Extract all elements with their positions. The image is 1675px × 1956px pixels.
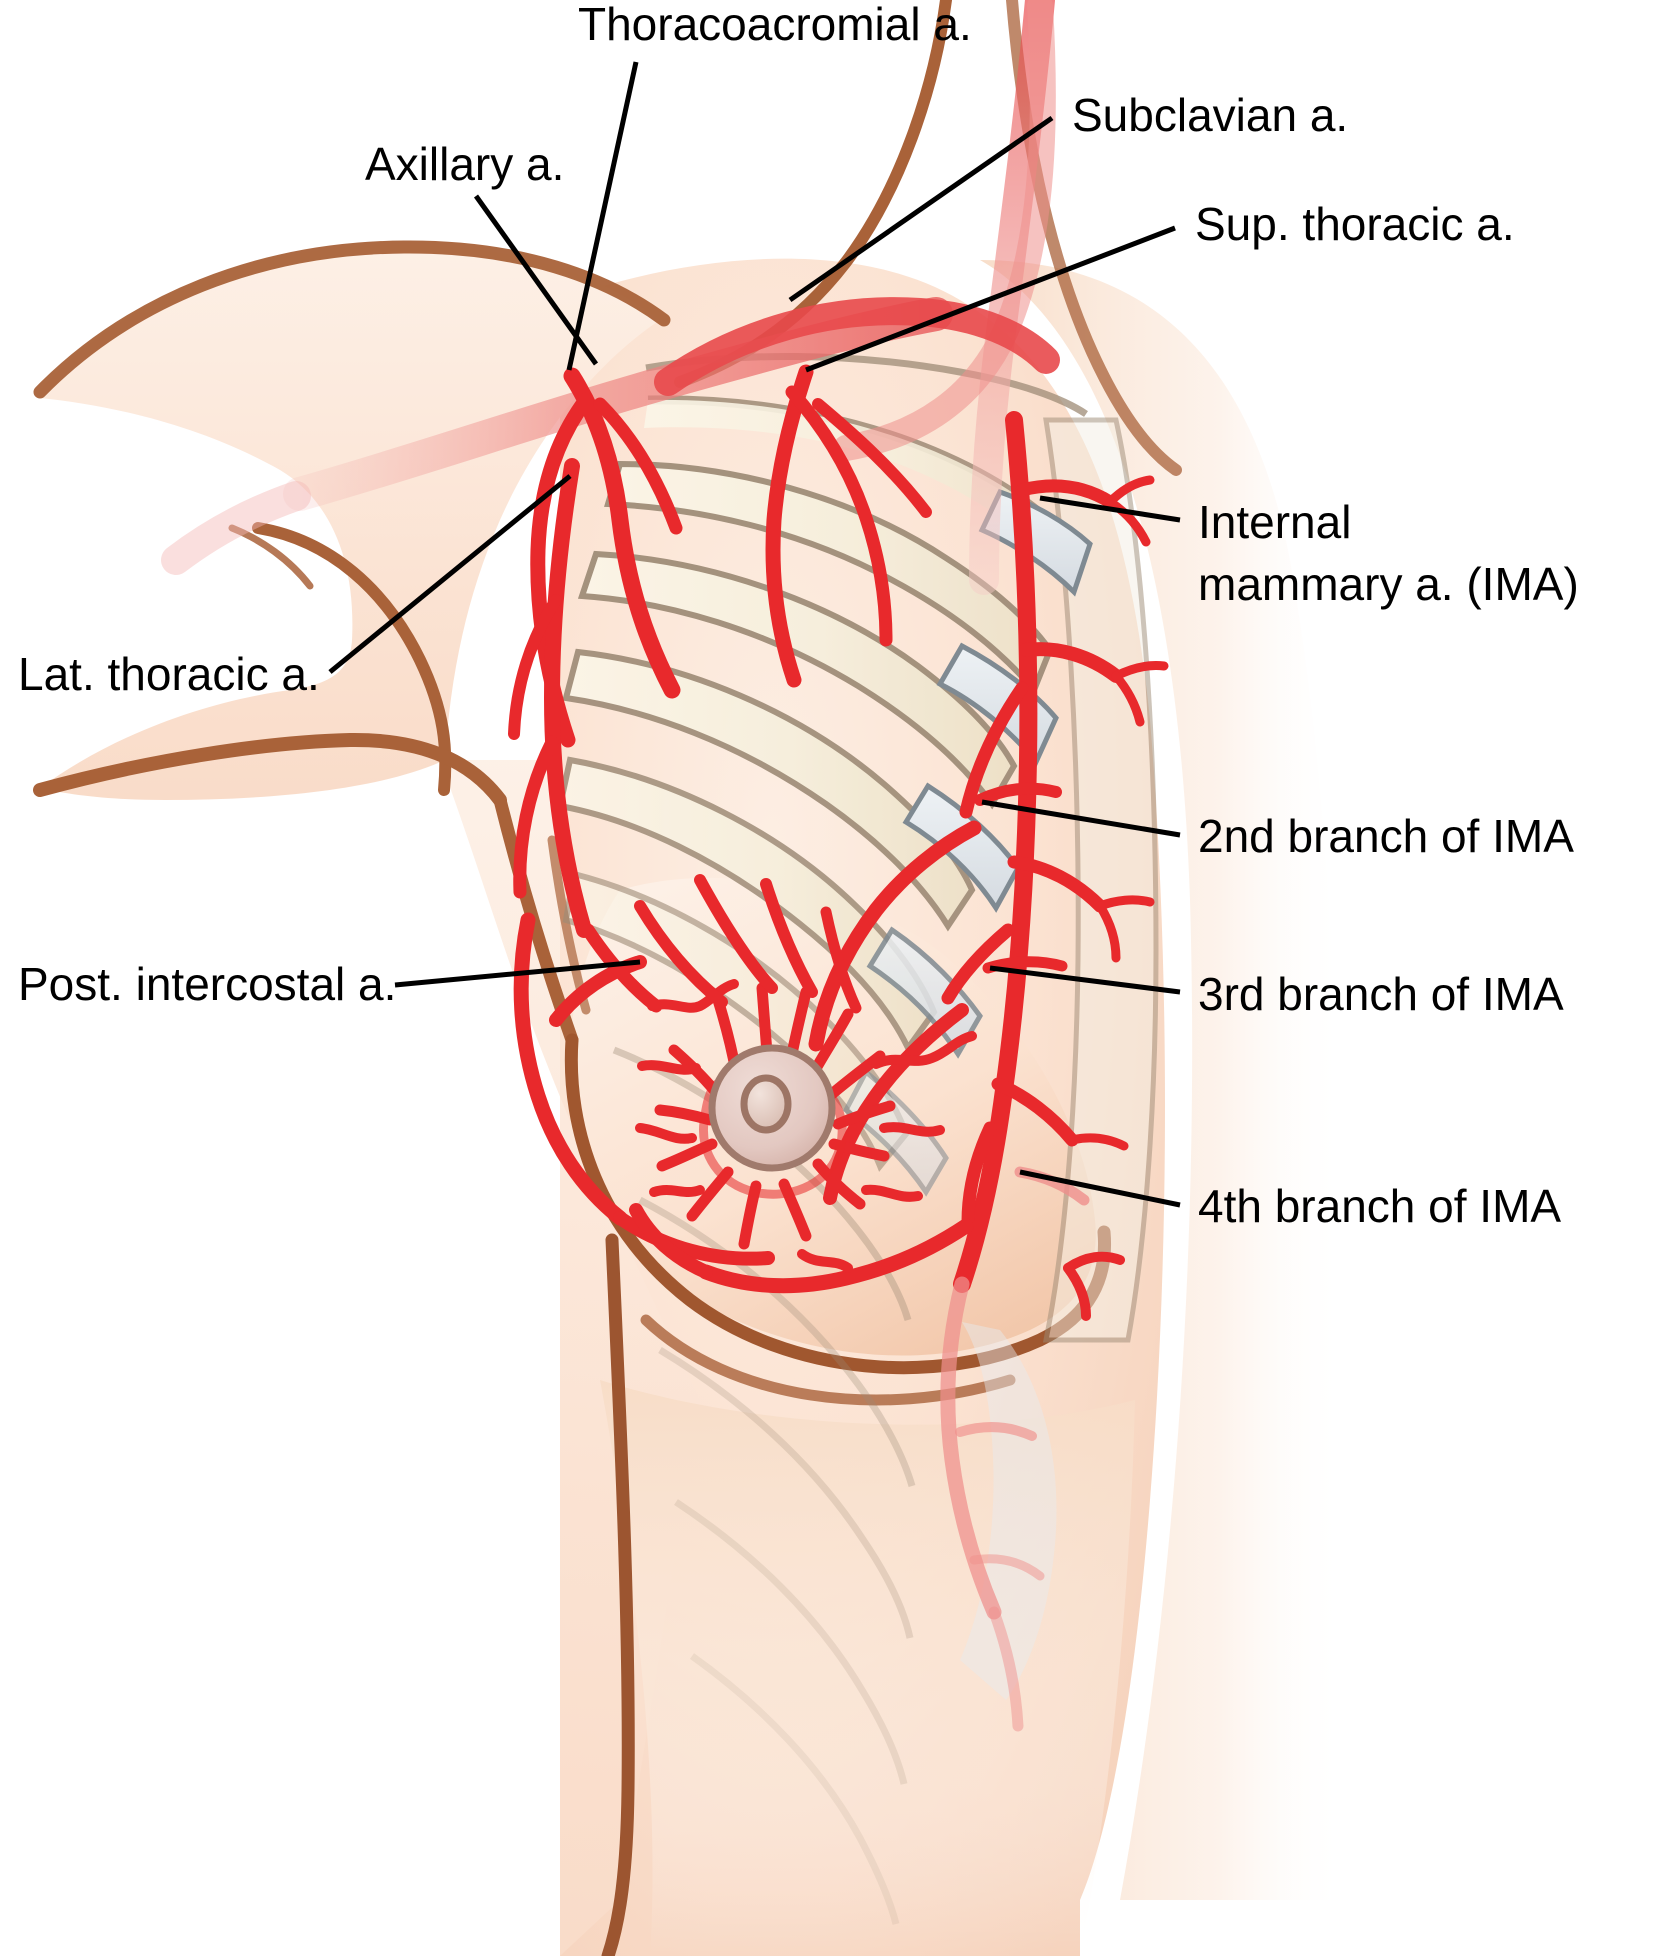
torso-right-fade [980,260,1347,1900]
ima-terminal-tuft-a [1063,1251,1125,1273]
label-lat-thoracic: Lat. thoracic a. [18,648,320,700]
periareolar-tributary-8 [797,1249,853,1273]
leader-sup-thoracic [805,225,1176,373]
periareolar-tributary-6 [879,1122,945,1137]
axilla-chest-skin [440,760,700,1956]
leader-thoracoacromial [566,61,639,371]
ima-branch-3-to-label [982,956,1068,974]
label-sup-thoracic: Sup. thoracic a. [1195,198,1515,250]
rib-8 [638,1196,916,1487]
ima-branch-3-tip-b [1095,901,1121,963]
lateral-thoracic-artery [544,458,592,938]
periareolar-tributary-7 [861,1184,923,1202]
upper-mammary-feeder-2 [634,900,728,1008]
leader-axillary [473,194,599,366]
nipple [740,1074,792,1134]
upper-mammary-feeder-3 [694,874,778,994]
internal-mammary-artery-distal [940,1276,1002,1620]
ima-lower-branch-2 [969,1554,1045,1581]
lateral-mammary-arcade [808,820,982,1052]
label-subclavian: Subclavian a. [1072,89,1348,141]
arterial-tree [161,0,1169,1732]
ima-branch-2-lateral [959,681,1029,819]
arm-lower-outline [33,732,507,807]
rib-9 [658,1346,914,1639]
ima-branch-2-tip-b [1111,671,1145,727]
rib-10 [674,1499,908,1785]
ima-branch-2-to-label [974,782,1062,806]
rib-4 [562,648,976,932]
ima-branch-1-tip-b [1105,497,1151,547]
periareolar-tributary-1 [647,979,739,1013]
pectoral-fold-1 [228,524,314,590]
rib-7 [612,1046,912,1321]
posterior-intercostal-1 [549,955,647,1027]
ima-branch-3 [1007,855,1107,913]
flank-outline [601,1233,635,1956]
inframammary-crease [640,1314,1016,1406]
axillary-artery-distal [161,481,311,575]
medial-mammary-arcade [823,1003,969,1205]
axillary-artery [283,297,953,511]
leader-post-intercostal [394,959,641,988]
ima-branch-4 [991,1077,1079,1147]
rib-11 [689,1653,900,1925]
ima-branch-4-tip-a [1067,1133,1129,1151]
periareolar-spoke-8 [812,1158,866,1210]
periareolar-tributary-5 [871,1031,977,1069]
leader-branch-2nd [981,799,1181,838]
ima-branch-1 [1015,479,1117,509]
upper-mammary-feeder-1 [581,923,663,1013]
ima-branch-3-lateral [941,923,1015,1005]
label-axillary: Axillary a. [365,138,564,190]
labels: Thoracoacromial a. Subclavian a. Axillar… [18,0,1579,1232]
ima-lower-branch-1 [955,1422,1037,1441]
leader-subclavian [788,115,1054,303]
superior-thoracic-artery [765,364,814,688]
ima-branch-2 [1019,642,1123,683]
abdomen-fade [600,1380,1135,1956]
label-thoracoacromial: Thoracoacromial a. [578,0,972,50]
periareolar-tributary-2 [637,1060,701,1075]
leader-branch-3rd [989,965,1181,995]
periareolar-spoke-9 [778,1178,812,1242]
label-post-intercostal: Post. intercostal a. [18,958,396,1010]
subclavian-artery-curve [833,0,1056,461]
shoulder-arm-skin [40,245,660,800]
superior-thoracic-branch-2 [812,398,932,518]
shoulder-outline [33,240,671,399]
inferior-mammary-arcade-2 [629,1203,713,1279]
costal-cartilage-1 [978,488,1093,597]
upper-mammary-feeder-4 [760,878,818,998]
inferior-mammary-arcade [698,1218,974,1294]
deltoid-outline [252,522,452,796]
thoracoacromial-artery [563,367,681,699]
label-branch-2nd: 2nd branch of IMA [1198,810,1574,862]
ima-branch-4-lateral [961,1121,997,1229]
nipple-areola-complex [708,1044,836,1172]
periareolar-tributary-4 [649,1185,705,1197]
leader-branch-4th [1019,1169,1181,1208]
thoracoacromial-branch-b [593,397,683,535]
ima-terminal-tuft-b [1063,1263,1091,1321]
leader-internal-mammary [1039,495,1181,523]
rib-5 [556,756,938,1054]
label-internal-mammary-line2: mammary a. (IMA) [1198,558,1579,610]
posterior-intercostal-3 [613,1211,775,1266]
label-branch-3rd: 3rd branch of IMA [1198,968,1564,1020]
lateral-thoracic-branch-1 [508,594,562,740]
leader-lat-thoracic [328,474,572,674]
periareolar-tributary-3 [635,1123,697,1144]
lateral-thoracic-branch-2 [513,735,559,899]
label-branch-4th: 4th branch of IMA [1198,1180,1561,1232]
superior-thoracic-branch [785,385,893,647]
axillary-arch [654,297,1060,396]
upper-mammary-feeder-5 [820,906,862,1014]
internal-mammary-artery-terminal [988,1606,1024,1732]
label-internal-mammary-line1: Internal [1198,496,1351,548]
internal-mammary-artery [953,411,1038,1293]
leader-lines [328,61,1181,1208]
